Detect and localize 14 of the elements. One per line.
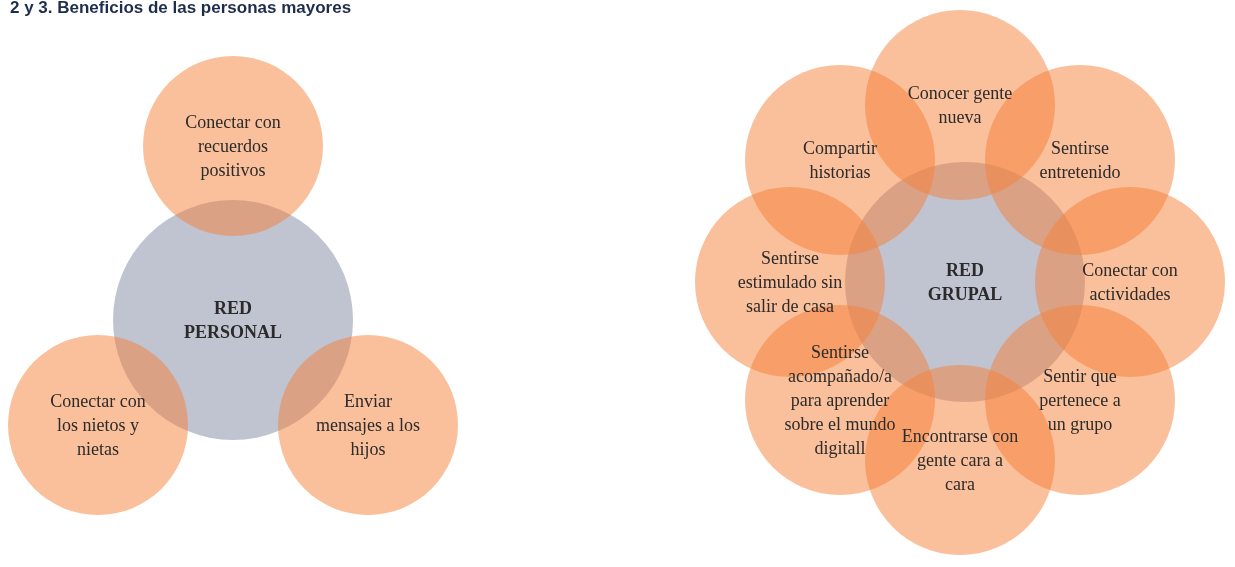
hub-label: RED GRUPAL <box>926 259 1004 306</box>
benefit-label: Sentirse acompañado/a para aprender sobre el mundo digitall <box>783 341 897 460</box>
benefit-label: Sentirse entretenido <box>1038 137 1122 184</box>
benefit-label: Conocer gente nueva <box>906 82 1014 129</box>
figure-title: 2 y 3. Beneficios de las personas mayores <box>10 0 352 18</box>
benefit-label: Conectar con los nietos y nietas <box>49 390 147 461</box>
hub-label: RED PERSONAL <box>183 297 283 344</box>
benefit-label: Encontrarse con gente cara a cara <box>900 425 1020 496</box>
benefit-label: Sentirse estimulado sin salir de casa <box>736 247 844 318</box>
benefit-label: Enviar mensajes a los hijos <box>315 390 421 461</box>
benefit-label: Sentir que pertenece a un grupo <box>1038 365 1122 436</box>
benefit-label: Conectar con actividades <box>1081 259 1179 306</box>
benefit-label: Conectar con recuerdos positivos <box>184 111 282 182</box>
benefit-label: Compartir historias <box>802 137 878 184</box>
